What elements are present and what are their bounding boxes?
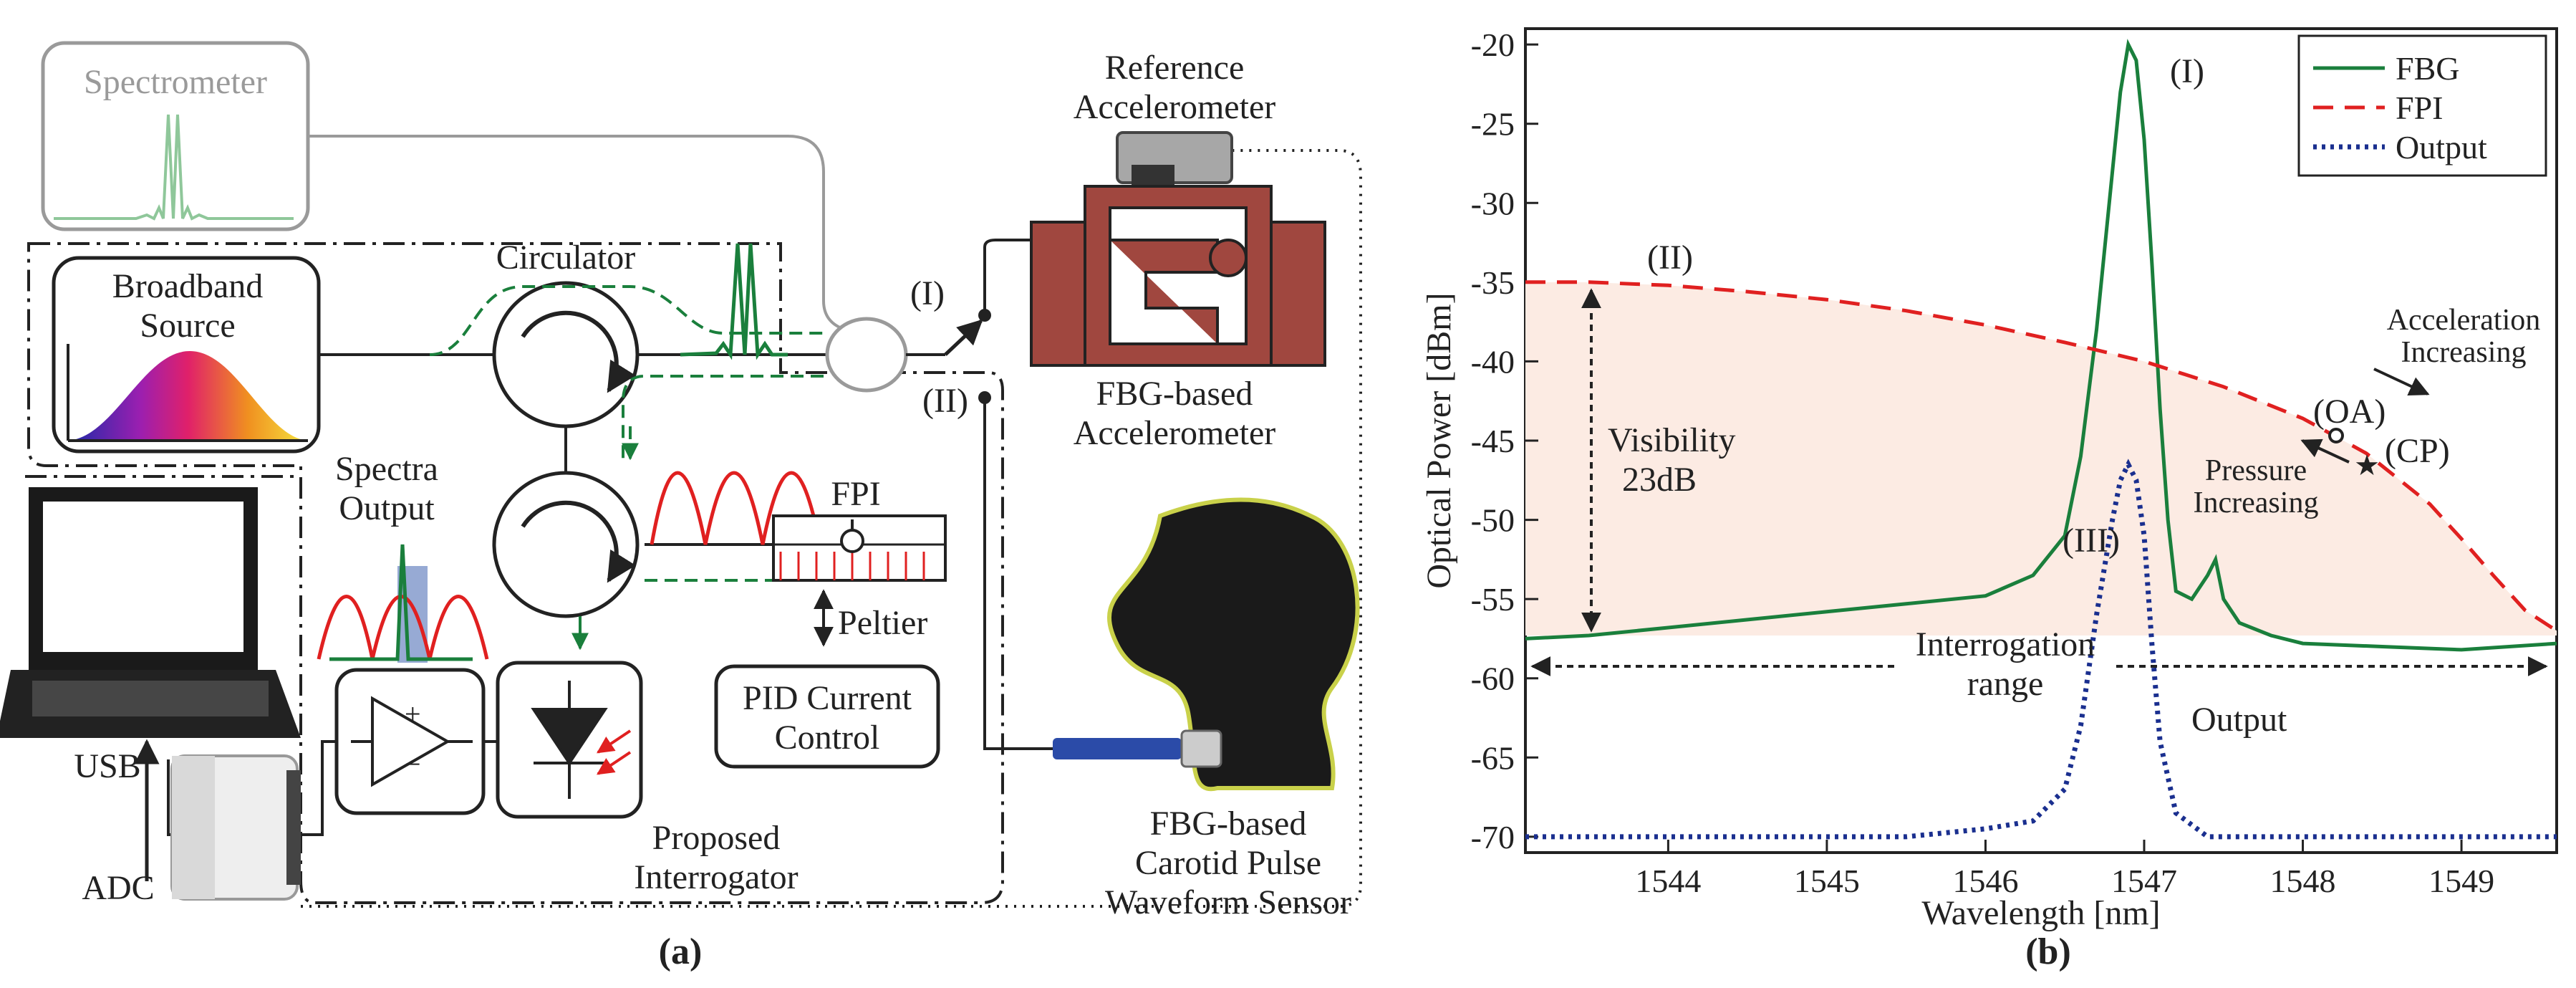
series-layer [1525, 39, 2558, 840]
optical-switch: (I) (II) [910, 274, 991, 420]
spectra-output-label-2: Output [339, 489, 435, 527]
fbg-reflection-peak [680, 243, 788, 360]
switch-label-1: (I) [910, 274, 945, 312]
usb-label: USB [74, 747, 140, 785]
adc-device-icon [170, 754, 301, 901]
pid-current-control-box: PID Current Control [714, 664, 940, 769]
legend-label-output: Output [2396, 129, 2487, 166]
pid-label-2: Control [775, 719, 880, 757]
x-tick-label: 1544 [1635, 863, 1701, 899]
annotation-oa: (OA) [2313, 393, 2386, 431]
panel-b-chart: 1544 1545 1546 1547 1548 1549 -20 -25 -30 -35 -40 -… [1420, 27, 2558, 972]
legend-label-fpi: FPI [2396, 90, 2443, 126]
human-head-silhouette [1107, 497, 1360, 792]
carotid-sensor-label-3: Waveform Sensor [1105, 883, 1351, 921]
x-tick-label: 1546 [1952, 863, 2018, 899]
carotid-pulse-sensor-probe [1053, 729, 1222, 768]
series-line-fbg [1525, 39, 2557, 652]
annotation-visibility-1: Visibility [1608, 421, 1735, 459]
x-tick-label: 1545 [1794, 863, 1860, 899]
reference-accelerometer-icon [1116, 131, 1233, 190]
y-tick-label: -55 [1471, 581, 1515, 618]
series-line-fpi [1525, 280, 2558, 633]
amp-minus-sign: − [405, 748, 421, 780]
proposed-interrogator-label-2: Interrogator [634, 858, 798, 896]
circulator-2 [492, 426, 640, 618]
y-tick-label: -70 [1471, 819, 1515, 855]
fpi-label: FPI [831, 475, 880, 513]
broadband-source-label-2: Source [140, 307, 235, 345]
annotation-pressure-1: Pressure [2205, 454, 2307, 487]
amplifier-box: + − [334, 668, 486, 815]
x-tick-label: 1548 [2270, 863, 2336, 899]
y-tick-label: -20 [1471, 27, 1515, 63]
laptop-icon [0, 487, 301, 738]
peltier-label: Peltier [838, 604, 927, 642]
fbg-accelerometer-label-2: Accelerometer [1074, 414, 1275, 452]
spectra-output-plot [317, 544, 489, 663]
spectrometer-label: Spectrometer [84, 63, 267, 101]
legend-label-fbg: FBG [2396, 50, 2459, 87]
broadband-source-box: Broadband Source [52, 256, 321, 454]
cp-marker: ★ [2354, 449, 2380, 481]
annotation-output: Output [2191, 701, 2287, 739]
proposed-interrogator-label-1: Proposed [652, 819, 781, 857]
axis-ticks: 1544 1545 1546 1547 1548 1549 -20 -25 -30 -35 -40 -… [1471, 27, 2494, 899]
annotation-visibility-2: 23dB [1622, 461, 1697, 499]
pid-label-1: PID Current [743, 679, 912, 717]
y-tick-label: -50 [1471, 502, 1515, 539]
y-tick-label: -60 [1471, 661, 1515, 697]
photodiode-box [496, 661, 643, 819]
circulator-1: Circulator [492, 239, 640, 428]
switch-label-2: (II) [922, 382, 968, 420]
broadband-source-label-1: Broadband [112, 267, 264, 305]
oa-marker [2328, 428, 2344, 443]
fbg-accelerometer-icon [1030, 185, 1326, 367]
circulator-label: Circulator [496, 239, 636, 277]
y-tick-label: -45 [1471, 423, 1515, 459]
x-tick-label: 1549 [2428, 863, 2494, 899]
annotation-interrogation-1: Interrogation [1916, 625, 2095, 663]
annotation-label-III: (III) [2063, 522, 2120, 560]
annotation-pressure-2: Increasing [2194, 486, 2319, 519]
annotation-acceleration-2: Increasing [2401, 336, 2527, 369]
annotation-cp: (CP) [2385, 432, 2450, 470]
y-axis-label: Optical Power [dBm] [1420, 292, 1458, 588]
y-tick-label: -30 [1471, 185, 1515, 221]
y-tick-label: -25 [1471, 106, 1515, 143]
annotation-interrogation-2: range [1967, 665, 2044, 703]
panel-a-diagram: Spectrometer Broadband Source Circulator [0, 41, 1362, 972]
spectra-output-label-1: Spectra [335, 450, 438, 488]
annotation-label-I: (I) [2170, 52, 2204, 90]
coupler [825, 317, 908, 393]
fpi-element: FPI Peltier [645, 471, 947, 647]
y-tick-label: -40 [1471, 343, 1515, 380]
annotation-label-II: (II) [1647, 239, 1693, 277]
reference-accelerometer-label-1: Reference [1105, 49, 1245, 87]
amp-plus-sign: + [405, 698, 421, 730]
adc-label: ADC [82, 869, 154, 907]
fpi-fringes [650, 471, 822, 545]
y-tick-label: -35 [1471, 264, 1515, 301]
carotid-sensor-label-2: Carotid Pulse [1135, 844, 1321, 882]
visibility-shaded-region [1525, 282, 2557, 636]
panel-a-caption: (a) [659, 931, 703, 972]
x-axis-label: Wavelength [nm] [1921, 894, 2160, 932]
annotation-acceleration-1: Acceleration [2387, 304, 2541, 337]
spectrometer-box: Spectrometer [41, 41, 310, 231]
fbg-accelerometer-label-1: FBG-based [1096, 375, 1253, 413]
x-tick-label: 1547 [2111, 863, 2177, 899]
broadband-spectrum [68, 351, 308, 441]
y-tick-label: -65 [1471, 739, 1515, 776]
reference-accelerometer-label-2: Accelerometer [1074, 88, 1275, 126]
spectrometer-peak-trace [54, 114, 294, 221]
carotid-sensor-label-1: FBG-based [1150, 805, 1307, 843]
panel-b-caption: (b) [2025, 931, 2071, 972]
